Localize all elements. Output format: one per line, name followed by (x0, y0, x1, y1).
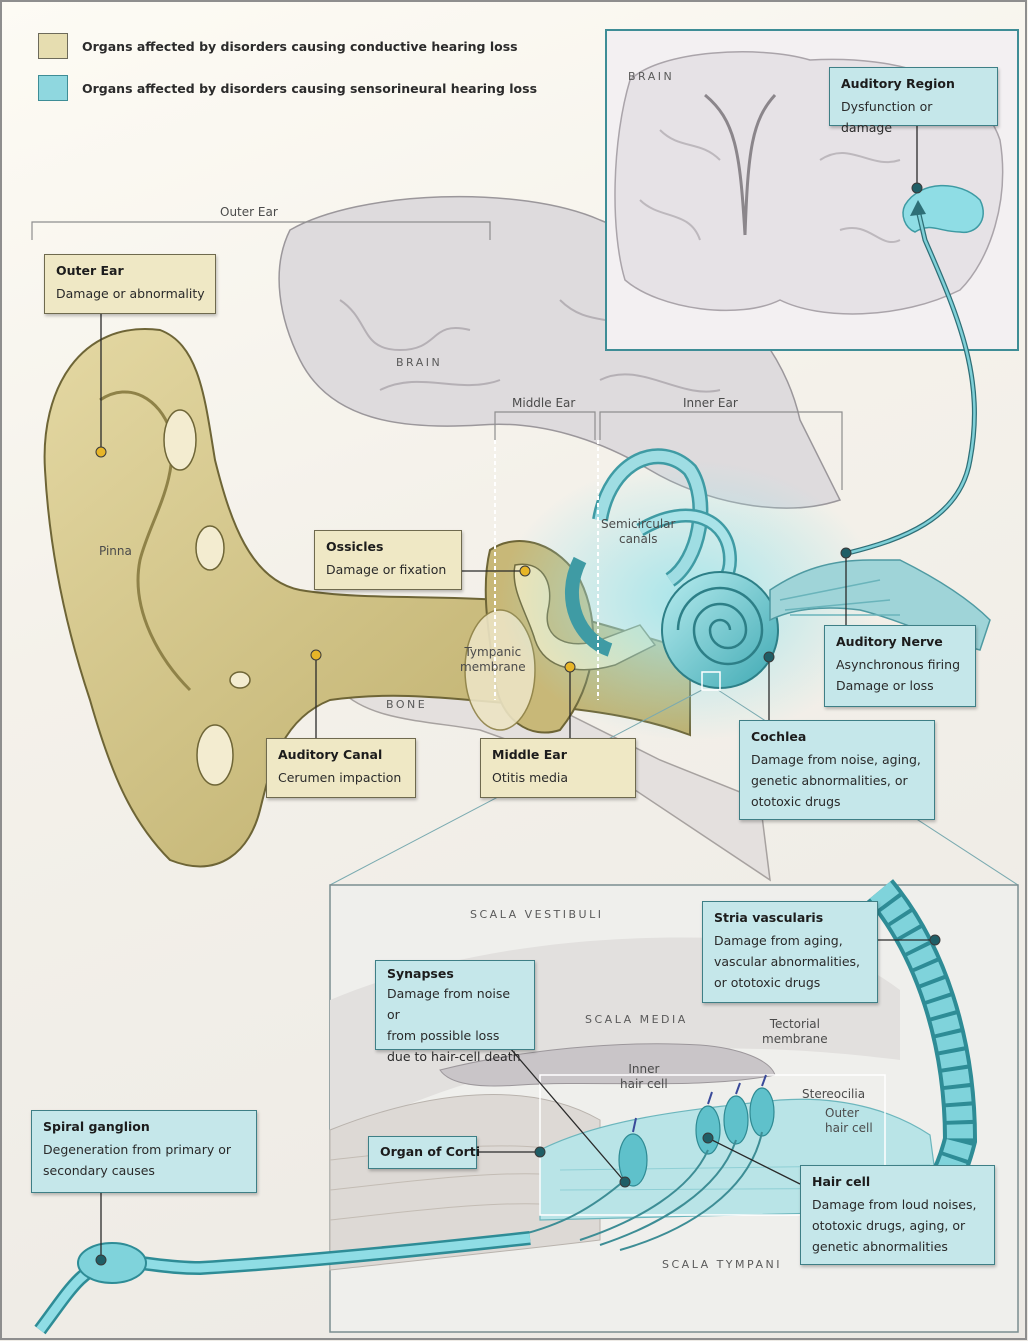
legend-label-sensorineural: Organs affected by disorders causing sen… (82, 81, 537, 96)
callout-title: Auditory Canal (278, 747, 405, 763)
legend-swatch-sensorineural (38, 75, 68, 101)
legend-conductive: Organs affected by disorders causing con… (38, 33, 518, 59)
callout-title: Synapses (387, 966, 524, 982)
callout-spiral-ganglion: Spiral ganglion Degeneration from primar… (31, 1110, 257, 1193)
region-label-inner-ear: Inner Ear (683, 396, 738, 411)
label-pinna: Pinna (99, 544, 132, 559)
callout-title: Middle Ear (492, 747, 625, 763)
label-inner-hair-cell: Inner hair cell (620, 1062, 668, 1092)
callout-stria-vascularis: Stria vascularis Damage from aging, vasc… (702, 901, 878, 1003)
callout-outer-ear: Outer Ear Damage or abnormality (44, 254, 216, 314)
callout-auditory-canal: Auditory Canal Cerumen impaction (266, 738, 416, 798)
callout-title: Ossicles (326, 539, 451, 555)
label-tympanic-membrane: Tympanic membrane (460, 645, 526, 675)
callout-desc: Asynchronous firing Damage or loss (836, 654, 965, 696)
label-scala-tympani: SCALA TYMPANI (662, 1258, 782, 1271)
region-label-bone: BONE (386, 698, 427, 711)
legend-label-conductive: Organs affected by disorders causing con… (82, 39, 518, 54)
callout-title: Hair cell (812, 1174, 984, 1190)
callout-auditory-region: Auditory Region Dysfunction or damage (829, 67, 998, 126)
callout-desc: Cerumen impaction (278, 767, 405, 788)
callout-desc: Damage or abnormality (56, 283, 205, 304)
callout-title: Organ of Corti (380, 1144, 466, 1160)
region-label-outer-ear: Outer Ear (220, 205, 278, 220)
inset-label-brain: BRAIN (628, 70, 674, 83)
callout-title: Auditory Nerve (836, 634, 965, 650)
callout-title: Spiral ganglion (43, 1119, 246, 1135)
label-semicircular-canals: Semicircular canals (601, 517, 675, 547)
callout-title: Cochlea (751, 729, 924, 745)
callout-title: Auditory Region (841, 76, 987, 92)
region-label-middle-ear: Middle Ear (512, 396, 575, 411)
callout-title: Stria vascularis (714, 910, 867, 926)
callout-synapses: Synapses Damage from noise or from possi… (375, 960, 535, 1050)
callout-desc: Damage from noise or from possible loss … (387, 983, 524, 1067)
callout-desc: Damage from noise, aging, genetic abnorm… (751, 749, 924, 812)
region-label-brain: BRAIN (396, 356, 442, 369)
legend-sensorineural: Organs affected by disorders causing sen… (38, 75, 537, 101)
callout-desc: Degeneration from primary or secondary c… (43, 1139, 246, 1181)
label-scala-vestibuli: SCALA VESTIBULI (470, 908, 603, 921)
callout-organ-of-corti: Organ of Corti (368, 1136, 477, 1169)
callout-desc: Damage or fixation (326, 559, 451, 580)
label-scala-media: SCALA MEDIA (585, 1013, 688, 1026)
callout-desc: Damage from aging, vascular abnormalitie… (714, 930, 867, 993)
legend-swatch-conductive (38, 33, 68, 59)
callout-middle-ear: Middle Ear Otitis media (480, 738, 636, 798)
label-tectorial-membrane: Tectorial membrane (762, 1017, 828, 1047)
callout-auditory-nerve: Auditory Nerve Asynchronous firing Damag… (824, 625, 976, 707)
label-stereocilia: Stereocilia (802, 1087, 865, 1102)
callout-ossicles: Ossicles Damage or fixation (314, 530, 462, 590)
callout-desc: Damage from loud noises, ototoxic drugs,… (812, 1194, 984, 1257)
callout-hair-cell: Hair cell Damage from loud noises, ototo… (800, 1165, 995, 1265)
callout-cochlea: Cochlea Damage from noise, aging, geneti… (739, 720, 935, 820)
callout-desc: Otitis media (492, 767, 625, 788)
label-outer-hair-cell: Outer hair cell (825, 1106, 873, 1136)
callout-title: Outer Ear (56, 263, 205, 279)
callout-desc: Dysfunction or damage (841, 96, 987, 138)
